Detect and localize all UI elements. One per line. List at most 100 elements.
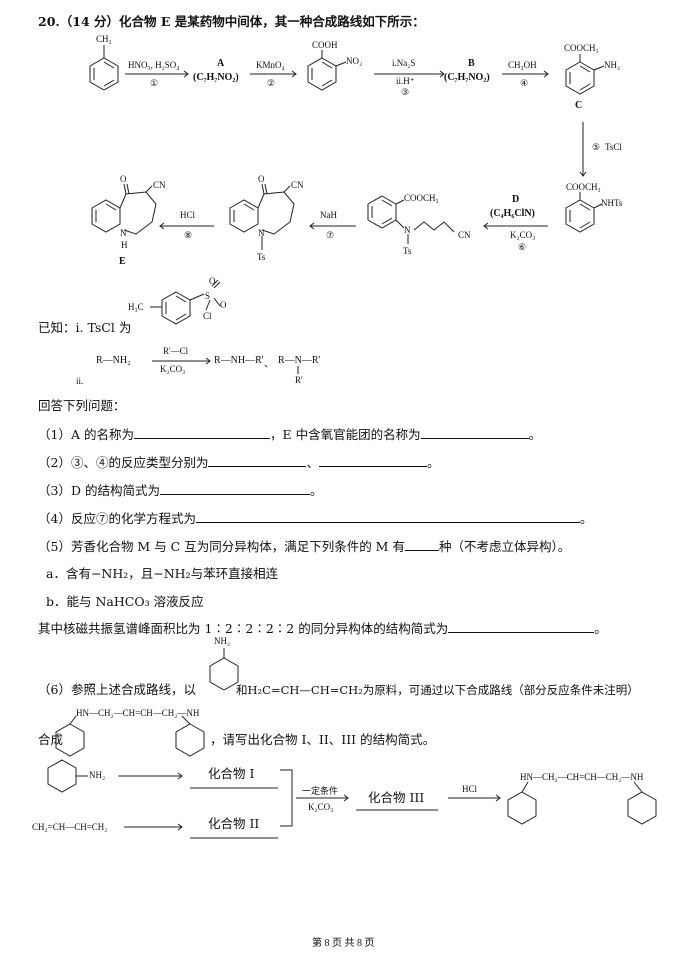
route-butadiene: CH₂=CH—CH=CH₂ bbox=[32, 822, 108, 832]
intermediate-ring bbox=[367, 195, 455, 244]
known-rxn-product2: R—N—R' bbox=[278, 355, 321, 366]
intermediate-ts: Ts bbox=[403, 246, 412, 256]
step1-reagent: HNO₃, H₂SO₄ bbox=[128, 60, 180, 70]
tscl-s: S bbox=[205, 291, 211, 301]
route-diagram bbox=[47, 759, 657, 839]
nhts-cooch3: COOCH₃ bbox=[566, 182, 601, 192]
compound-b-label: B bbox=[468, 58, 475, 69]
toluene-ch3: CH₃ bbox=[96, 34, 112, 44]
q1-blank-b[interactable] bbox=[420, 426, 529, 439]
step6-number: ⑥ bbox=[518, 242, 527, 252]
compound-c-label: C bbox=[575, 100, 583, 111]
q5-nmr: 其中核磁共振氢谱峰面积比为 1∶2∶2∶2∶2 的同分异构体的结构简式为。 bbox=[38, 620, 607, 636]
compound-c-cooch3: COOCH₃ bbox=[564, 43, 599, 53]
q1-blank-a[interactable] bbox=[133, 426, 270, 439]
known-i-label: 已知：i. TsCl 为 bbox=[38, 320, 132, 335]
tscl-structure bbox=[150, 279, 221, 325]
q5-blank-structure[interactable] bbox=[448, 620, 595, 633]
compound-d-formula: (C₄H₆ClN) bbox=[490, 208, 535, 219]
step6-reagent: K₂CO₃ bbox=[510, 230, 536, 240]
route-final-chain: HN—CH₂—CH=CH—CH₂—NH bbox=[520, 772, 644, 782]
question-number: 20.（14 分）化合物 E 是某药物中间体，其一种合成路线如下所示： bbox=[38, 14, 425, 29]
answer-heading: 回答下列问题： bbox=[38, 398, 126, 413]
intermediate-n: N bbox=[404, 225, 411, 235]
e-h: H bbox=[121, 240, 128, 250]
q2-blank-b[interactable] bbox=[318, 454, 427, 467]
step2-reagent: KMnO₄ bbox=[256, 60, 285, 70]
step3-reagent-i: i.Na₂S bbox=[392, 58, 416, 68]
step5-number: ⑤ bbox=[592, 142, 601, 152]
ketone-bicycle bbox=[229, 183, 295, 250]
question-5: （5）芳香化合物 M 与 C 互为同分异构体，满足下列条件的 M 有种（不考虑立… bbox=[38, 538, 571, 554]
step4-number: ④ bbox=[520, 78, 529, 88]
e-n: N bbox=[120, 228, 127, 238]
ketone-o: O bbox=[258, 174, 265, 184]
step3-reagent-ii: ii.H⁺ bbox=[396, 76, 415, 86]
known-rxn-reagent-top: R'—Cl bbox=[163, 346, 189, 356]
known-rxn-left: R—NH₂ bbox=[96, 355, 131, 366]
known-ii-label: ii. bbox=[76, 376, 84, 386]
q5-condition-b: b．能与 NaHCO₃ 溶液反应 bbox=[46, 594, 204, 609]
ketone-cn: CN bbox=[291, 180, 304, 190]
step8-number: ⑧ bbox=[184, 230, 193, 240]
route-compound-3: 化合物 III bbox=[368, 790, 425, 805]
q6-amine-nh2: NH₂ bbox=[214, 636, 231, 646]
step1-number: ① bbox=[150, 78, 159, 88]
route-compound-2: 化合物 II bbox=[208, 816, 260, 831]
q3-blank[interactable] bbox=[159, 482, 310, 495]
route-compound-1: 化合物 I bbox=[208, 766, 255, 781]
q6-text-d: ，请写出化合物 I、II、III 的结构简式。 bbox=[210, 732, 436, 747]
q5-condition-a: a．含有−NH₂，且−NH₂与苯环直接相连 bbox=[46, 566, 279, 581]
q6-target-chain: HN—CH₂—CH=CH—CH₂—NH bbox=[76, 708, 200, 718]
toluene-ring bbox=[89, 45, 119, 91]
acid-no2: NO₂ bbox=[346, 56, 363, 66]
compound-a-formula: (C₇H₇NO₂) bbox=[193, 72, 239, 83]
ketone-ts: Ts bbox=[257, 252, 266, 262]
nhts-ring bbox=[565, 192, 603, 233]
cyclohexylamine-q6 bbox=[209, 648, 239, 691]
question-4: （4）反应⑦的化学方程式为。 bbox=[38, 510, 593, 526]
nitrobenzoic-acid-ring bbox=[307, 50, 347, 91]
step3-number: ③ bbox=[401, 87, 410, 97]
intermediate-cooch3: COOCH₃ bbox=[404, 193, 439, 203]
q6-text-c: 合成 bbox=[38, 732, 64, 747]
q4-blank[interactable] bbox=[195, 510, 580, 523]
q2-blank-a[interactable] bbox=[208, 454, 307, 467]
known-rxn-reagent-bottom: K₂CO₃ bbox=[160, 364, 186, 374]
q6-text-b: 和H₂C=CH—CH=CH₂为原料，可通过以下合成路线（部分反应条件未注明） bbox=[236, 683, 639, 697]
page-footer: 第 8 页 共 8 页 bbox=[312, 938, 375, 949]
q6-text-a: （6）参照上述合成路线，以 bbox=[38, 682, 196, 697]
compound-d-label: D bbox=[512, 194, 520, 205]
compound-c-nh2: NH₂ bbox=[604, 60, 621, 70]
step4-reagent: CH₃OH bbox=[508, 60, 537, 70]
route-condition-top: 一定条件 bbox=[302, 786, 339, 796]
question-intro: 化合物 E 是某药物中间体，其一种合成路线如下所示： bbox=[119, 14, 425, 29]
known-rxn-product1: R—NH—R' bbox=[214, 355, 264, 366]
intermediate-cn: CN bbox=[458, 230, 471, 240]
step8-reagent: HCl bbox=[180, 210, 196, 220]
known-rxn-product2-sub: R' bbox=[295, 375, 303, 385]
compound-e-bicycle bbox=[91, 183, 157, 235]
compound-a-label: A bbox=[217, 58, 225, 69]
acid-cooh: COOH bbox=[312, 40, 338, 50]
step5-reagent: TsCl bbox=[605, 142, 622, 152]
nhts-label: NHTs bbox=[601, 198, 623, 208]
route-hcl: HCl bbox=[462, 784, 478, 794]
compound-b-formula: (C₇H₇NO₂) bbox=[444, 72, 490, 83]
step7-reagent: NaH bbox=[320, 210, 337, 220]
ketone-n: N bbox=[258, 228, 265, 238]
tscl-o2: O bbox=[220, 300, 227, 310]
question-2: （2）③、④的反应类型分别为、。 bbox=[38, 454, 440, 470]
compound-c-ring bbox=[565, 54, 605, 95]
compound-e-label: E bbox=[119, 256, 126, 267]
route-condition-bottom: K₂CO₃ bbox=[308, 802, 334, 812]
tscl-cl: Cl bbox=[203, 311, 212, 321]
known-rxn-separator: 、 bbox=[264, 359, 274, 370]
route-nh2: NH₂ bbox=[89, 770, 106, 780]
tscl-o1: O bbox=[209, 276, 216, 286]
step7-number: ⑦ bbox=[326, 230, 335, 240]
target-molecule-q6 bbox=[55, 715, 205, 757]
q5-blank-count[interactable] bbox=[404, 538, 439, 551]
question-1: （1）A 的名称为，E 中含氧官能团的名称为。 bbox=[38, 426, 542, 442]
tscl-h3c: H₃C bbox=[128, 302, 144, 312]
